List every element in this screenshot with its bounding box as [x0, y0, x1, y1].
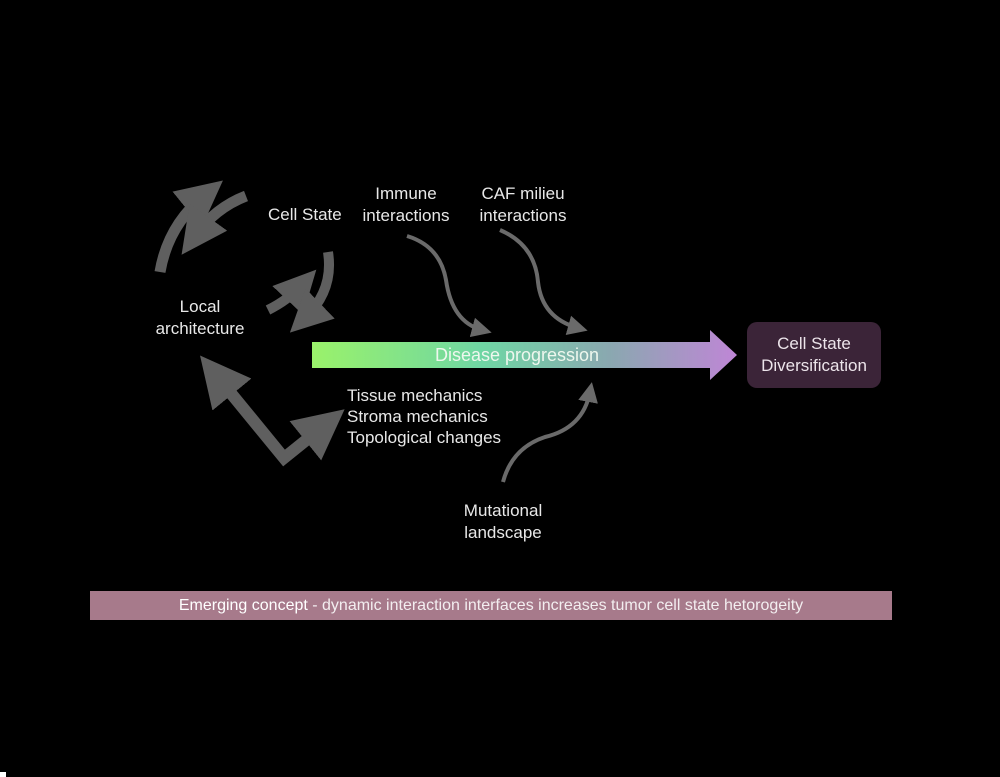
immune-interactions-label: Immune interactions: [356, 183, 456, 227]
mechanics-label: Tissue mechanics Stroma mechanics Topolo…: [347, 385, 501, 448]
caf-arrow-icon: [499, 228, 588, 335]
outcome-line-1: Cell State: [777, 334, 851, 353]
caf-milieu-label: CAF milieu interactions: [472, 183, 574, 227]
cycle-arrow-right-up-icon: [265, 269, 317, 315]
cell-state-label: Cell State: [268, 205, 342, 224]
banner-text: - dynamic interaction interfaces increas…: [307, 596, 804, 614]
caf-line-1: CAF milieu: [481, 184, 565, 203]
immune-arrow-icon: [406, 234, 492, 338]
corner-mark: [0, 772, 6, 777]
banner-strong-text: Emerging concept: [178, 596, 308, 614]
outcome-line-2: Diversification: [761, 356, 867, 375]
cycle-arrow-up-icon: [154, 180, 223, 274]
local-architecture-label: Local architecture: [150, 296, 250, 340]
immune-line-1: Immune: [375, 184, 437, 203]
mutational-line-1: Mutational: [463, 501, 543, 520]
immune-line-2: interactions: [362, 206, 450, 225]
mutational-arrow-icon: [501, 382, 598, 483]
stroma-mechanics-text: Stroma mechanics: [347, 407, 488, 426]
topological-changes-text: Topological changes: [347, 428, 502, 447]
tissue-mechanics-text: Tissue mechanics: [347, 386, 483, 405]
emerging-concept-banner: Emerging concept - dynamic interaction i…: [90, 591, 892, 620]
cell-state-diversification-box: Cell State Diversification: [747, 322, 881, 388]
disease-progression-arrow: [312, 330, 737, 380]
bent-double-arrow-icon: [200, 355, 345, 467]
cycle-arrow-right-down-icon: [289, 251, 335, 333]
mutational-landscape-label: Mutational landscape: [453, 500, 553, 544]
local-architecture-line-2: architecture: [155, 319, 245, 338]
disease-progression-label: Disease progression: [434, 345, 600, 365]
caf-line-2: interactions: [479, 206, 567, 225]
mutational-line-2: landscape: [464, 523, 542, 542]
local-architecture-line-1: Local: [179, 297, 221, 316]
cycle-arrow-down-icon: [181, 190, 249, 255]
